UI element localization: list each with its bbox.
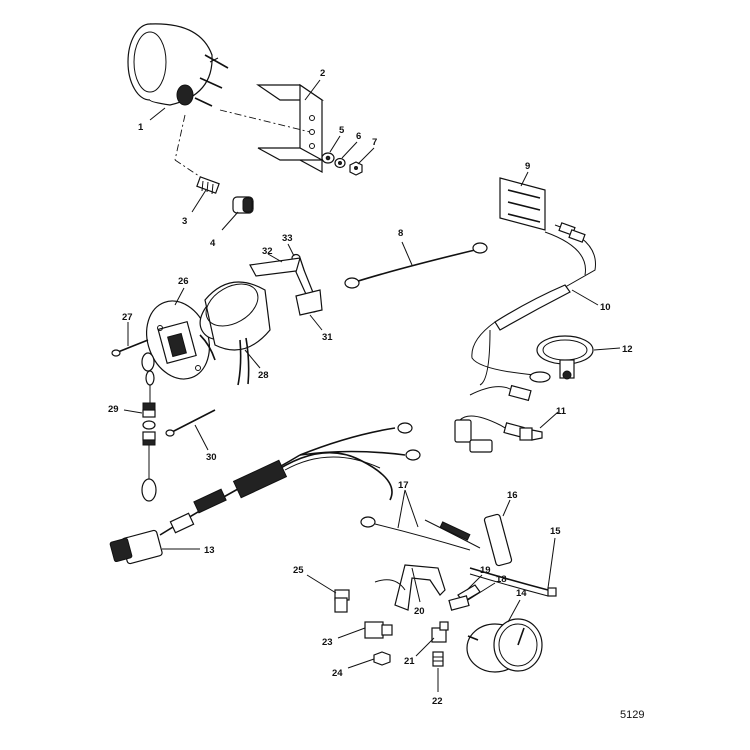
lamp-wire — [141, 352, 157, 502]
fitting-screw — [432, 651, 444, 667]
callout-9: 9 — [525, 161, 530, 172]
callout-19: 19 — [480, 565, 491, 576]
callout-5: 5 — [339, 125, 345, 136]
callout-1: 1 — [138, 122, 144, 133]
callout-21: 21 — [404, 656, 415, 667]
callout-25: 25 — [293, 565, 304, 576]
callout-7: 7 — [372, 137, 377, 148]
callout-32: 32 — [262, 246, 273, 257]
callout-15: 15 — [550, 526, 561, 537]
callout-29: 29 — [108, 404, 119, 415]
elbow-fitting — [334, 589, 350, 613]
hex-nut — [349, 161, 363, 176]
callout-28: 28 — [258, 370, 269, 381]
callout-30: 30 — [206, 452, 217, 463]
temperature-sender — [454, 384, 543, 453]
gauge-housing — [127, 23, 229, 107]
callout-20: 20 — [414, 606, 425, 617]
callout-labels: 1 2 3 4 5 6 7 8 9 10 11 12 13 14 15 16 1… — [108, 68, 633, 707]
callout-leaders — [123, 79, 621, 692]
flat-washer — [321, 152, 335, 164]
callout-17: 17 — [398, 480, 409, 491]
bulb-socket — [196, 176, 220, 195]
callout-18: 18 — [496, 574, 507, 585]
sender-bracket — [249, 255, 323, 316]
heat-shrink-sleeve — [483, 513, 513, 567]
callout-3: 3 — [182, 216, 187, 227]
callout-27: 27 — [122, 312, 133, 323]
callout-16: 16 — [507, 490, 518, 501]
leader-line-dashed — [219, 109, 311, 133]
mounting-bracket — [256, 83, 324, 174]
terminal-block — [499, 177, 546, 231]
tee-fitting — [364, 621, 393, 639]
drawing-number: 5129 — [620, 709, 644, 721]
callout-6: 6 — [356, 131, 361, 142]
pipe-plug — [373, 651, 391, 666]
cap — [232, 196, 254, 214]
screw — [111, 339, 149, 357]
ground-wire — [344, 242, 488, 289]
sender-harness — [471, 222, 596, 386]
callout-22: 22 — [432, 696, 443, 707]
callout-11: 11 — [556, 406, 567, 417]
callout-24: 24 — [332, 668, 343, 679]
lamp-plate — [146, 300, 210, 380]
callout-31: 31 — [322, 332, 333, 343]
callout-26: 26 — [178, 276, 189, 287]
callout-4: 4 — [210, 238, 216, 249]
pressure-gauge — [466, 618, 543, 673]
sender-ring — [199, 281, 271, 386]
callout-12: 12 — [622, 344, 633, 355]
callout-13: 13 — [204, 545, 215, 556]
hose-clamp — [536, 335, 594, 380]
callout-10: 10 — [600, 302, 611, 313]
adapter — [448, 595, 470, 611]
callout-33: 33 — [282, 233, 293, 244]
screw-long — [165, 409, 216, 437]
cable-tie — [469, 567, 557, 597]
callout-2: 2 — [320, 68, 325, 79]
hose-elbow — [431, 621, 449, 643]
callout-14: 14 — [516, 588, 527, 599]
callout-8: 8 — [398, 228, 403, 239]
callout-23: 23 — [322, 637, 333, 648]
lock-washer — [334, 157, 346, 169]
leader-line-dashed — [174, 114, 186, 161]
jumper-wires — [360, 516, 481, 551]
gauge-bracket — [374, 564, 446, 611]
wiring-harness — [109, 422, 421, 565]
